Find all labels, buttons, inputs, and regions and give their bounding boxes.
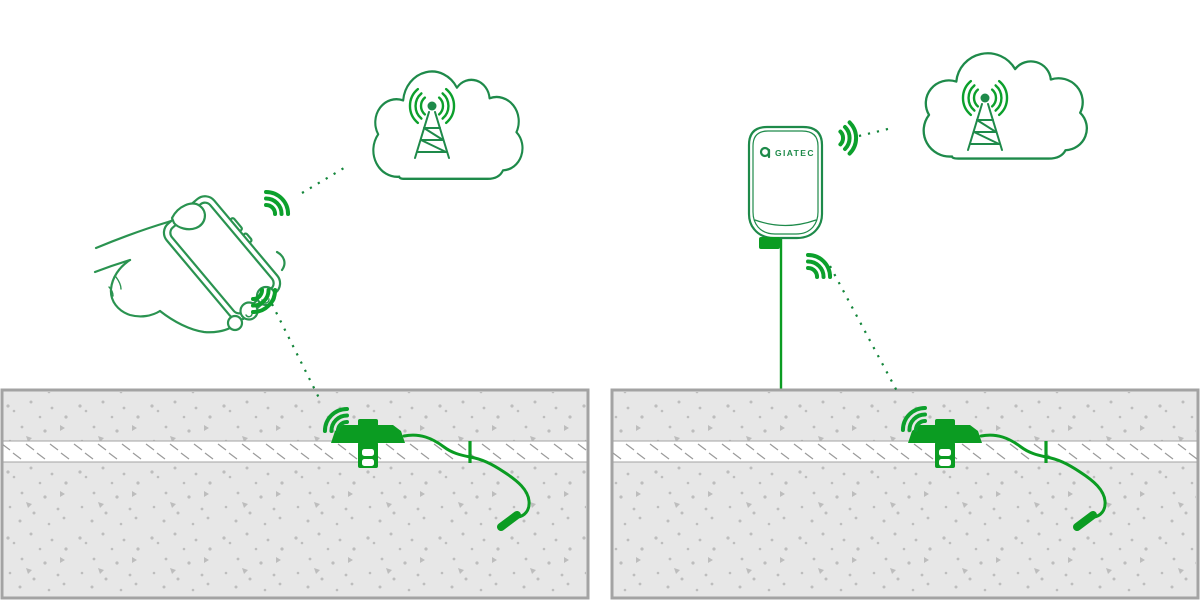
phone-to-sensor-dotted-link xyxy=(271,303,320,399)
gateway-to-sensor-dotted-link xyxy=(829,265,899,394)
sensor-probe xyxy=(497,511,521,531)
index-finger xyxy=(170,202,206,231)
gateway-uplink-wifi-signal-icon xyxy=(838,120,859,156)
sensor-cable xyxy=(979,433,1107,519)
cell-tower-icon xyxy=(961,79,1009,152)
cloud-icon xyxy=(922,52,1088,160)
gateway-scene: GIATEC xyxy=(610,52,1200,600)
brand-logo-icon xyxy=(759,146,771,159)
gateway-to-cloud-dotted-link xyxy=(858,126,893,138)
sensor-cable xyxy=(402,433,531,519)
rebar-hatching xyxy=(3,441,587,462)
gateway-brand-label: GIATEC xyxy=(775,148,815,158)
gateway-device-icon: GIATEC xyxy=(747,125,824,249)
gateway-downlink-wifi-signal-icon xyxy=(801,250,834,283)
fingertip xyxy=(226,314,244,332)
concrete-texture xyxy=(4,392,586,596)
concrete-slab-right xyxy=(610,388,1200,600)
concrete-slab-left xyxy=(0,388,590,600)
rebar-hatching xyxy=(613,441,1197,462)
mounting-bracket xyxy=(759,237,780,249)
gateway-body xyxy=(747,125,824,240)
cloud-icon xyxy=(372,70,524,181)
phone-to-cloud-dotted-link xyxy=(301,167,345,194)
thumb xyxy=(109,258,162,318)
cell-tower-icon xyxy=(408,87,456,160)
sensor-probe xyxy=(1073,511,1097,531)
phone-scene xyxy=(0,70,590,600)
phone-upload-wifi-signal-icon xyxy=(259,187,292,220)
